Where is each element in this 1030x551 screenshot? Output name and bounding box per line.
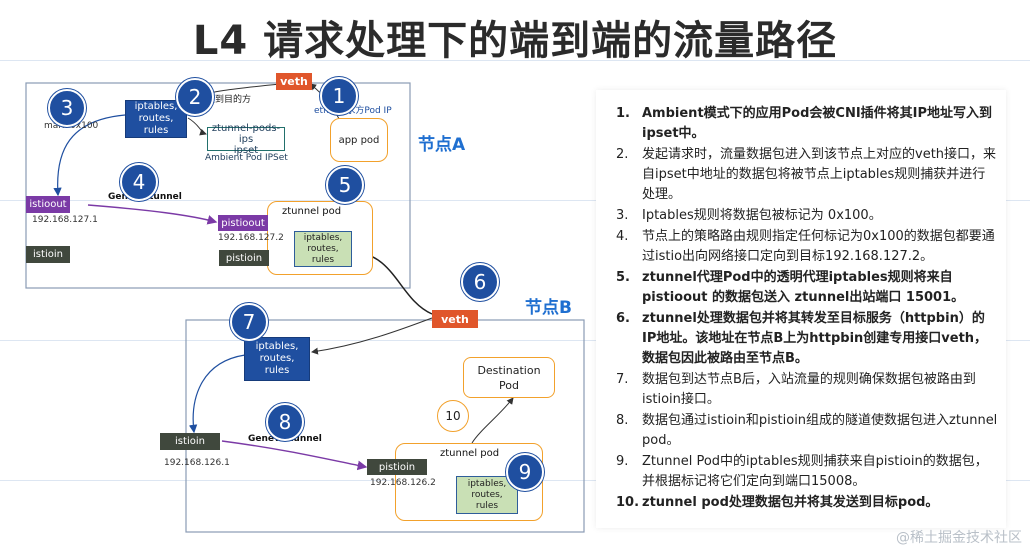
step-badge-8: 8: [266, 403, 304, 441]
step-badge-3: 3: [48, 89, 86, 127]
watermark: @稀土掘金技术社区: [896, 530, 1022, 546]
rules-line: rules: [311, 254, 335, 265]
node-a-ztunnel-pod-label: ztunnel pod: [282, 206, 342, 217]
send-to-dest-note: 发到目的方: [206, 95, 252, 105]
step-number: 1.: [616, 106, 630, 121]
istioout-iface: istioout: [26, 196, 70, 213]
step-item: 5. ztunnel代理Pod中的透明代理iptables规则将来自pistioo…: [616, 268, 998, 308]
node-b-pistioin-ip: 192.168.126.2: [370, 478, 436, 488]
step-number: 10.: [616, 495, 640, 510]
rules-line: rules: [475, 500, 499, 511]
step-badge-9: 9: [506, 453, 544, 491]
ipset-box: ztunnel-pods-ips ipset: [207, 123, 285, 156]
node-b-istioin-iface: istioin: [160, 433, 220, 450]
step-badge-6: 6: [461, 263, 499, 301]
step-text: 数据包到达节点B后，入站流量的规则确保数据包被路由到istioin接口。: [642, 372, 976, 407]
step-badge-7: 7: [230, 303, 268, 341]
step-number: 3.: [616, 208, 629, 223]
node-a-ztunnel-iptables-box: iptables, routes, rules: [294, 231, 352, 267]
node-a-pistioin-iface: pistioin: [219, 250, 269, 266]
link-istioin-pistioin: [221, 440, 368, 471]
step-badge-1: 1: [320, 77, 358, 115]
ipset-line-1: ztunnel-pods-ips: [211, 122, 281, 145]
iptables-line: iptables,: [467, 478, 507, 489]
step-text: 发起请求时，流量数据包进入到该节点上对应的veth接口，来自ipset中地址的数…: [642, 147, 997, 202]
routes-line: routes,: [138, 113, 174, 124]
node-b-pistioin-iface: pistioin: [367, 459, 427, 475]
step-text: 数据包通过istioin和pistioin组成的隧道使数据包进入ztunnel …: [642, 413, 998, 448]
step-number: 6.: [616, 311, 630, 326]
step-number: 9.: [616, 454, 629, 469]
destination-line-1: Destination: [477, 363, 541, 377]
step-text: Ztunnel Pod中的iptables规则捕获来自pistioin的数据包，…: [642, 454, 988, 489]
step-item: 8. 数据包通过istioin和pistioin组成的隧道使数据包进入ztunne…: [616, 411, 998, 451]
pistioout-ip: 192.168.127.2: [218, 233, 284, 243]
step-item: 6. ztunnel处理数据包并将其转发至目标服务（httpbin）的IP地址。该…: [616, 309, 998, 369]
node-b-istioin-ip: 192.168.126.1: [164, 458, 230, 468]
step-item: 4. 节点上的策略路由规则指定任何标记为0x100的数据包都要通过istio出向网…: [616, 227, 998, 267]
rules-line: rules: [143, 125, 169, 136]
step-item: 10.ztunnel pod处理数据包并将其发送到目标pod。: [616, 493, 998, 513]
step-text: Ambient模式下的应用Pod会被CNI插件将其IP地址写入到ipset中。: [642, 106, 993, 141]
step-item: 3. Iptables规则将数据包被标记为 0x100。: [616, 206, 998, 226]
node-a-title: 节点A: [418, 135, 466, 155]
step-text: ztunnel代理Pod中的透明代理iptables规则将来自pistioout…: [642, 270, 965, 305]
step-item: 9. Ztunnel Pod中的iptables规则捕获来自pistioin的数据…: [616, 452, 998, 492]
iptables-line: iptables,: [303, 232, 343, 243]
link-iptables-istioout: [53, 114, 126, 197]
ipset-caption: Ambient Pod IPSet: [205, 153, 288, 163]
pistioout-iface: pistioout: [218, 215, 268, 231]
destination-line-2: Pod: [499, 378, 519, 392]
node-a-veth: veth: [276, 73, 312, 90]
node-b-ztunnel-iptables-box: iptables, routes, rules: [456, 476, 518, 514]
step-text: ztunnel pod处理数据包并将其发送到目标pod。: [642, 495, 939, 510]
link-iptables-ipset: [187, 117, 207, 136]
istioout-ip: 192.168.127.1: [32, 215, 98, 225]
iptables-line: iptables,: [255, 341, 299, 352]
node-a-border: [25, 82, 411, 289]
eth0-note: eth0 请求方Pod IP: [314, 106, 392, 116]
node-b-iptables-box: iptables, routes, rules: [244, 337, 310, 381]
ipset-line-2: ipset: [233, 144, 259, 156]
link-ztunnel-destination: [471, 397, 514, 444]
step-badge-4: 4: [120, 163, 158, 201]
node-b-title: 节点B: [525, 298, 572, 318]
step-badge-5: 5: [326, 166, 364, 204]
app-pod: app pod: [330, 118, 388, 162]
node-b-ztunnel-pod-label: ztunnel pod: [440, 448, 500, 459]
link-iptables-istioin: [188, 354, 246, 434]
node-b-border: [185, 319, 585, 533]
link-vethb-iptables: [311, 317, 433, 355]
step-text: Iptables规则将数据包被标记为 0x100。: [642, 208, 882, 223]
iptables-line: iptables,: [134, 101, 178, 112]
step-text: ztunnel处理数据包并将其转发至目标服务（httpbin）的IP地址。该地址…: [642, 311, 988, 366]
step-number: 5.: [616, 270, 630, 285]
step-item: 1. Ambient模式下的应用Pod会被CNI插件将其IP地址写入到ipset中…: [616, 104, 998, 144]
step-badge-2: 2: [176, 78, 214, 116]
steps-panel: 1. Ambient模式下的应用Pod会被CNI插件将其IP地址写入到ipset中…: [596, 90, 1006, 528]
routes-line: routes,: [471, 489, 503, 500]
step-text: 节点上的策略路由规则指定任何标记为0x100的数据包都要通过istio出向网络接…: [642, 229, 995, 264]
destination-pod: Destination Pod: [463, 357, 555, 398]
node-b-veth: veth: [432, 310, 478, 328]
rules-line: rules: [264, 365, 290, 376]
link-istioout-pistioout: [87, 204, 218, 225]
step-item: 2. 发起请求时，流量数据包进入到该节点上对应的veth接口，来自ipset中地址…: [616, 145, 998, 205]
step-number: 8.: [616, 413, 629, 428]
routes-line: routes,: [307, 243, 339, 254]
node-a-istioin-iface: istioin: [26, 246, 70, 263]
step-number: 4.: [616, 229, 629, 244]
step-number: 2.: [616, 147, 629, 162]
step-item: 7. 数据包到达节点B后，入站流量的规则确保数据包被路由到istioin接口。: [616, 370, 998, 410]
step-number: 7.: [616, 372, 629, 387]
routes-line: routes,: [259, 353, 295, 364]
step-badge-10: 10: [437, 400, 469, 432]
slide-title: L4 请求处理下的端到端的流量路径: [192, 18, 838, 64]
node-a-iptables-box: iptables, routes, rules: [125, 100, 187, 138]
traffic-path-diagram: [25, 82, 585, 533]
